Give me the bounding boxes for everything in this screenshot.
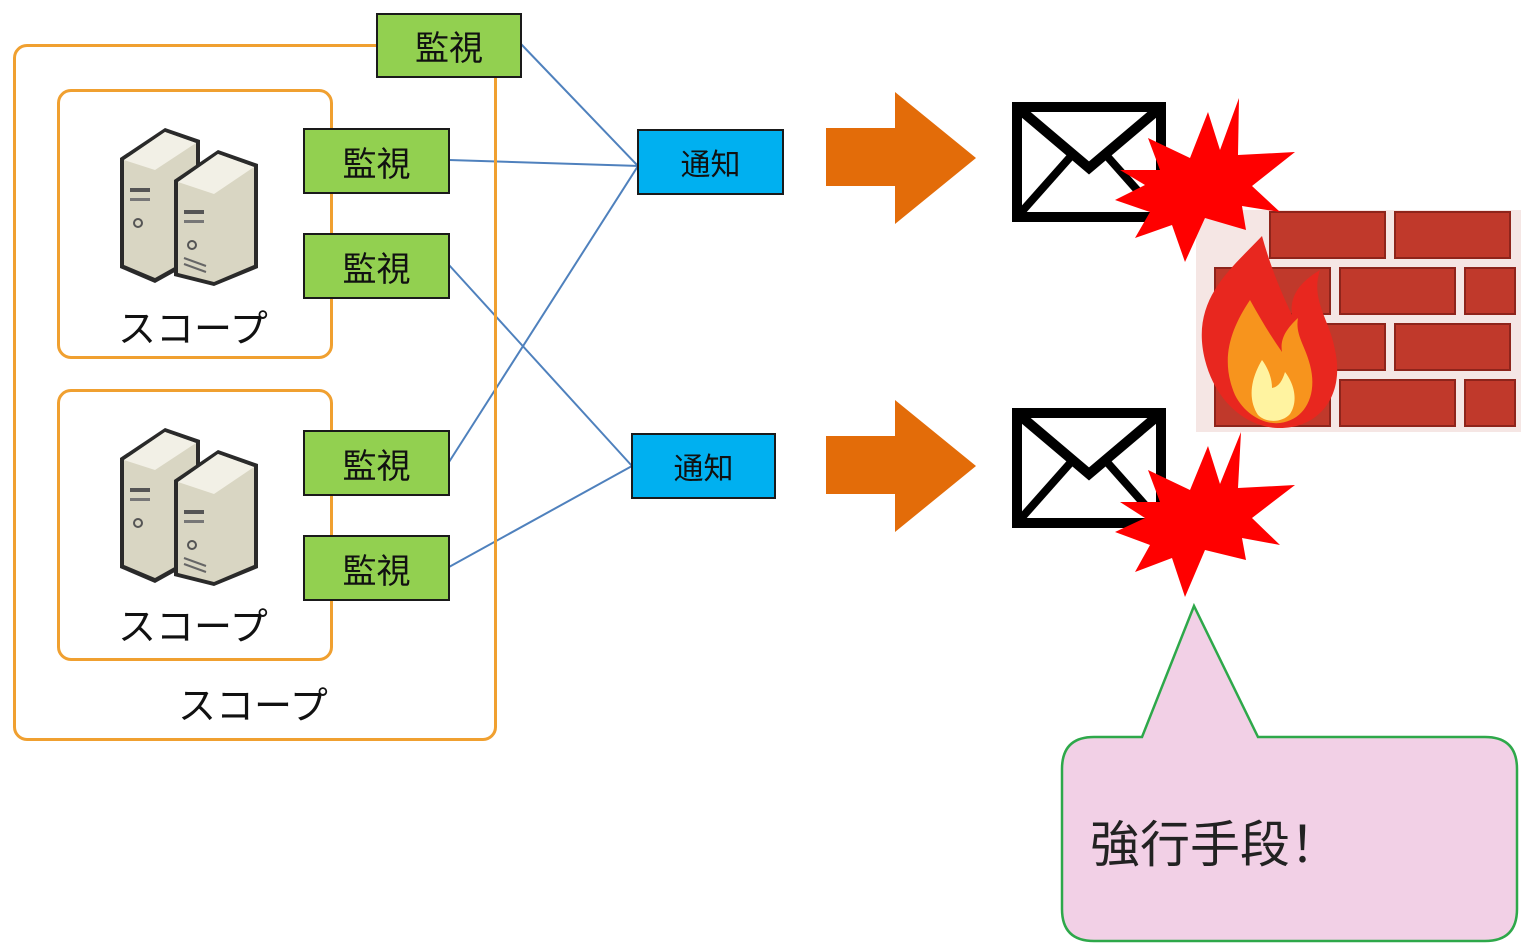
outer-scope <box>13 44 497 741</box>
monitor-box-scope1-b: 監視 <box>303 233 450 299</box>
arrow-right-icon <box>826 400 976 532</box>
connector-line <box>448 465 633 568</box>
arrow-right-icon <box>826 92 976 224</box>
inner-scope-2 <box>57 389 333 661</box>
monitor-box-scope2-a: 監視 <box>303 430 450 496</box>
monitor-box-scope1-a: 監視 <box>303 128 450 194</box>
burst-icon <box>1115 98 1295 262</box>
mail-icon <box>1012 408 1166 528</box>
burst-icon <box>1115 432 1295 597</box>
inner-scope-1-label: スコープ <box>118 307 268 351</box>
notify-box-1: 通知 <box>637 129 784 195</box>
connector-line <box>448 264 633 467</box>
connector-line <box>448 165 639 463</box>
server-icon <box>120 128 258 286</box>
server-icon <box>120 428 258 586</box>
inner-scope-2-label: スコープ <box>118 605 268 649</box>
inner-scope-1 <box>57 89 333 359</box>
outer-scope-label: スコープ <box>178 684 328 728</box>
fire-icon <box>1201 236 1338 428</box>
monitor-box-scope2-b: 監視 <box>303 535 450 601</box>
monitor-box-outer: 監視 <box>376 13 522 78</box>
connector-line <box>520 43 639 167</box>
callout-text: 強行手段！ <box>1090 816 1340 874</box>
connector-line <box>448 159 639 167</box>
notify-box-2: 通知 <box>631 433 776 499</box>
